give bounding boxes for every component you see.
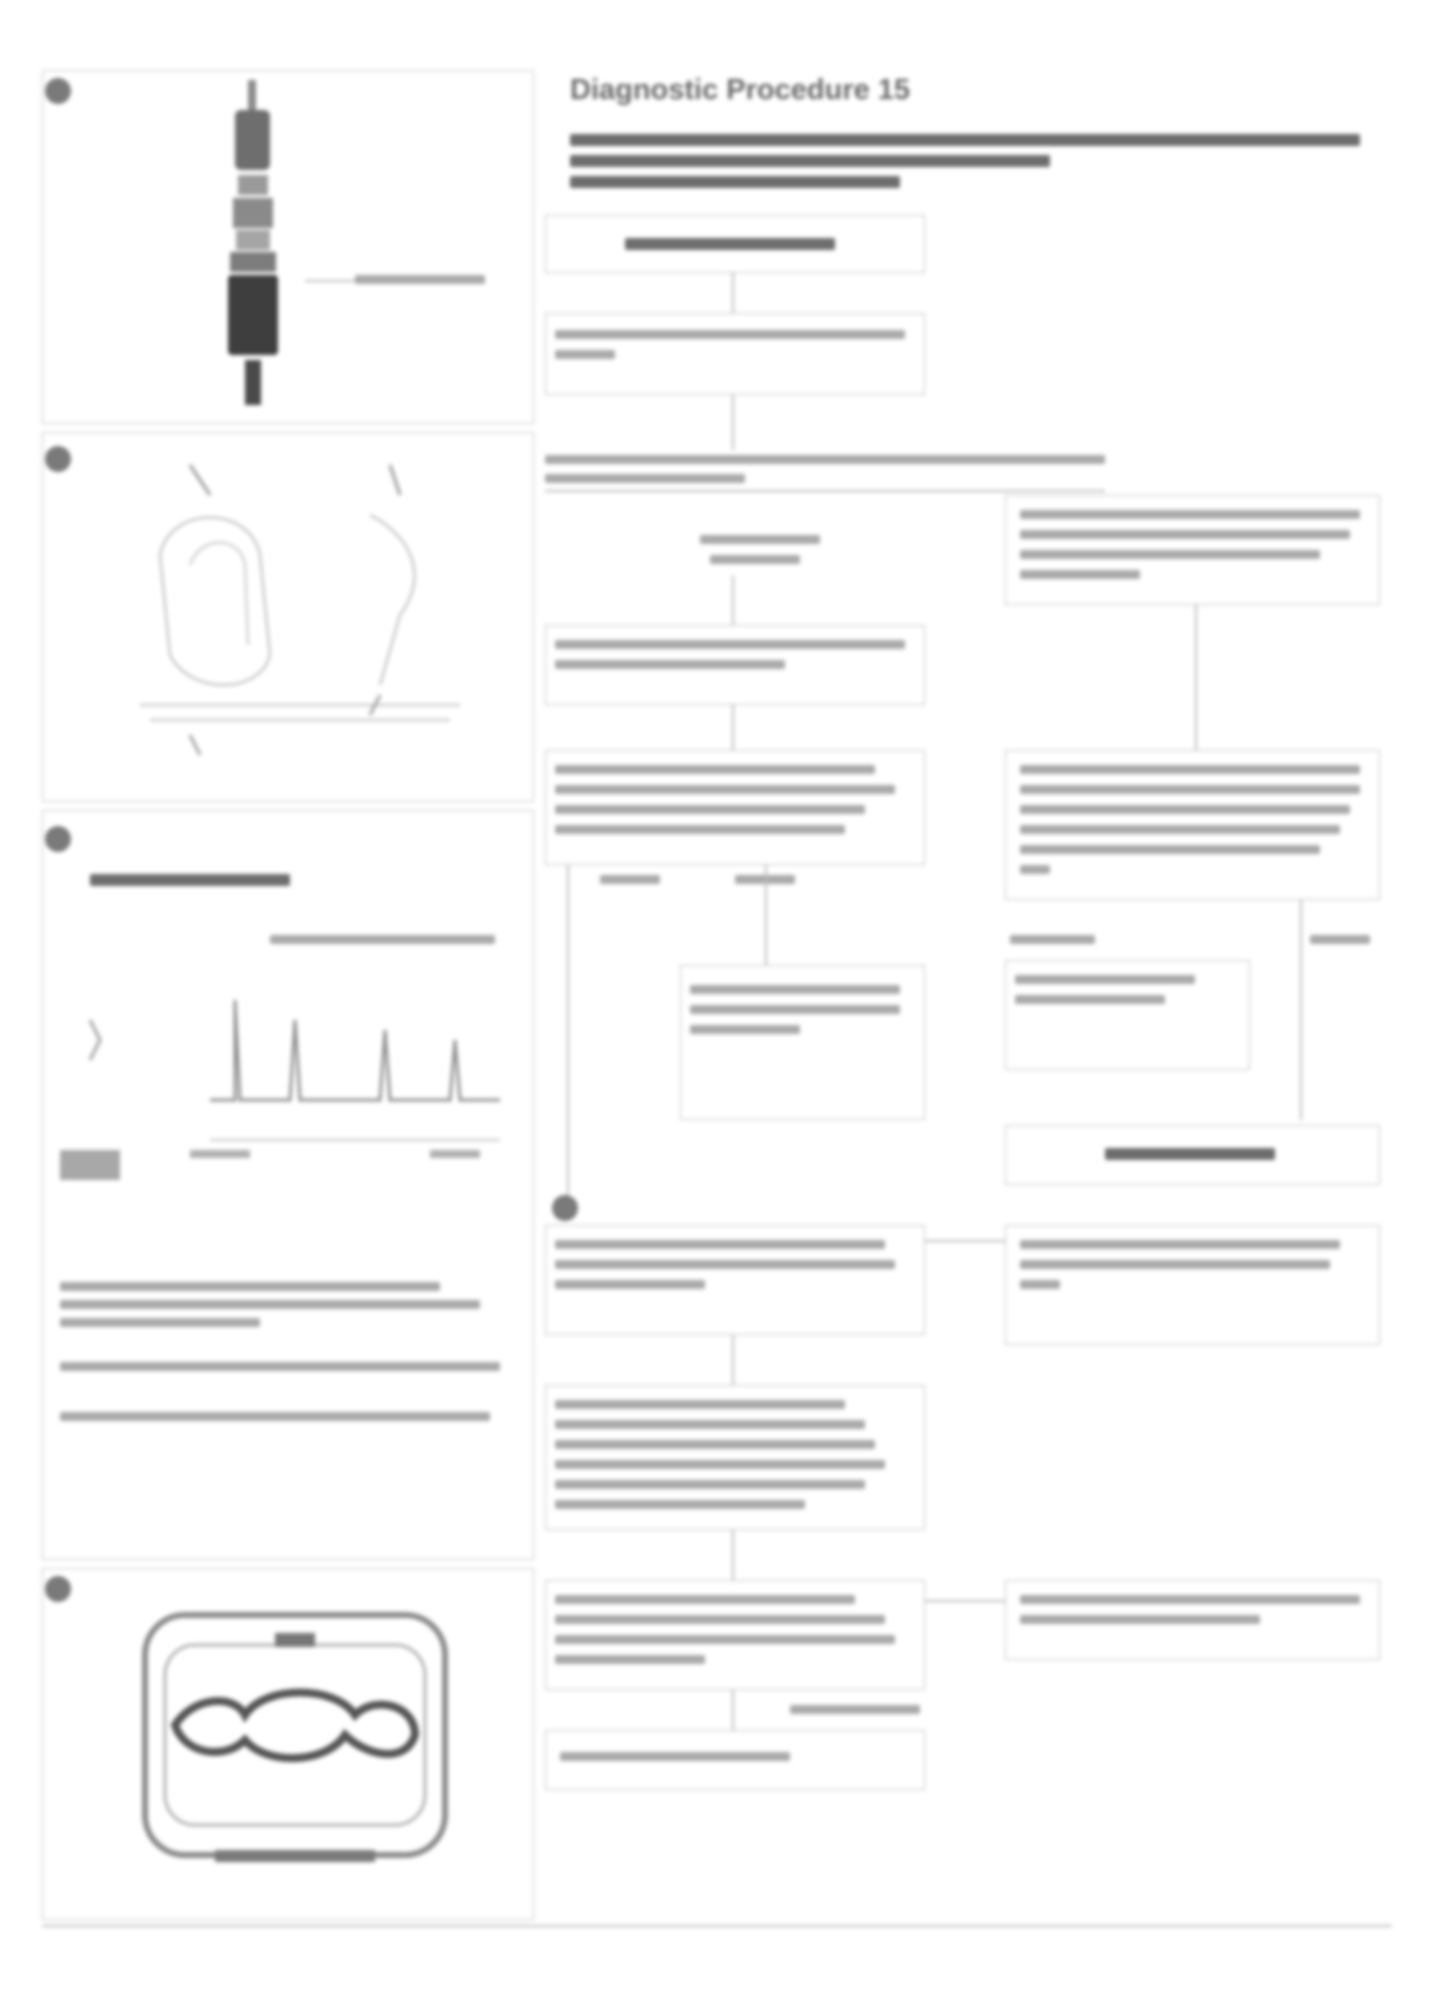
figure-3-note-line-1	[60, 1282, 440, 1291]
procedure-subtitle-1	[570, 134, 1360, 146]
figure-3-note-line-5	[60, 1412, 490, 1421]
flow-step-7-text-6	[555, 1500, 805, 1509]
flow-connector	[732, 1530, 734, 1580]
flow-step-2	[545, 313, 925, 395]
flow-step-2-text-1	[555, 330, 905, 339]
flow-step-right-1-text-4	[1020, 570, 1140, 579]
flow-connector	[1195, 605, 1197, 750]
flow-step-start-text	[625, 238, 835, 250]
flow-step-right-3-text-1	[1015, 975, 1195, 984]
flow-step-5-text-3	[690, 1025, 800, 1034]
flow-step-right-4-text-3	[1020, 1280, 1060, 1289]
flow-step-right-1-text-1	[1020, 510, 1360, 519]
flow-step-right-1-text-2	[1020, 530, 1350, 539]
flow-step-6-text-1	[555, 1240, 885, 1249]
flow-connector	[765, 865, 767, 965]
flow-step-end-right-text	[1105, 1148, 1275, 1160]
flow-connector	[732, 1335, 734, 1385]
flow-connector	[732, 1690, 734, 1730]
figure-3-marker	[45, 826, 71, 852]
flow-step-8-text-1	[555, 1595, 855, 1604]
flow-step-8-text-3	[555, 1635, 895, 1644]
flow-connector	[732, 395, 734, 450]
sensor-illustration	[228, 80, 278, 405]
flow-connector	[732, 705, 734, 750]
flow-connector	[732, 273, 734, 313]
flow-step-right-2-yes	[1010, 935, 1095, 944]
flow-step-4-text-1	[555, 765, 875, 774]
flow-step-4-text-4	[555, 825, 845, 834]
flow-step-6-text-3	[555, 1280, 705, 1289]
figure-3-note-line-2	[60, 1300, 480, 1309]
flow-step-7-text-3	[555, 1440, 875, 1449]
procedure-subtitle-2	[570, 155, 1050, 167]
figure-1-panel	[42, 70, 534, 424]
flow-question-line-2	[545, 474, 745, 483]
sensor-callout	[355, 275, 485, 284]
flow-step-end-text	[560, 1752, 790, 1761]
flow-step-4-text-2	[555, 785, 895, 794]
flow-step-8-text-2	[555, 1615, 885, 1624]
figure-1-marker	[45, 78, 71, 104]
flow-step-3-text-1	[555, 640, 905, 649]
flow-step-right-5-text-1	[1020, 1595, 1360, 1604]
flow-step-right-2-text-6	[1020, 865, 1050, 874]
flow-step-4-text-3	[555, 805, 865, 814]
flow-step-right-4-text-2	[1020, 1260, 1330, 1269]
flow-step-7-text-4	[555, 1460, 885, 1469]
flow-step-7-text-1	[555, 1400, 845, 1409]
flow-step-4-yes	[600, 875, 660, 884]
flow-section-6-marker	[552, 1195, 578, 1221]
flow-step-left-label	[700, 535, 820, 544]
flow-step-right-1-text-3	[1020, 550, 1320, 559]
flow-step-right-2-text-1	[1020, 765, 1360, 774]
figure-3-note-line-3	[60, 1318, 260, 1327]
figure-2-marker	[45, 446, 71, 472]
flow-step-8-label	[790, 1705, 920, 1714]
figure-2-panel	[42, 432, 534, 802]
figure-3-subheading	[270, 935, 495, 944]
flow-connector	[567, 865, 569, 1195]
flow-connector	[732, 575, 734, 625]
flow-connector	[925, 1600, 1005, 1602]
flow-step-right-2-text-3	[1020, 805, 1350, 814]
flow-connector	[1300, 900, 1302, 1120]
flow-step-7-text-5	[555, 1480, 865, 1489]
harness-illustration	[140, 464, 460, 756]
flow-step-right-2-text-2	[1020, 785, 1360, 794]
flow-step-8-text-4	[555, 1655, 705, 1664]
sensor-leader-line	[305, 280, 355, 282]
flow-step-5-text-2	[690, 1005, 900, 1014]
flow-step-right-4-text-1	[1020, 1240, 1340, 1249]
flow-step-right-5-text-2	[1020, 1615, 1260, 1624]
flow-step-left-label-2	[710, 555, 800, 564]
flow-step-6-text-2	[555, 1260, 895, 1269]
procedure-subtitle-3	[570, 176, 900, 188]
flow-step-right-2-no	[1310, 935, 1370, 944]
gauge-illustration	[142, 1612, 448, 1862]
figure-4-marker	[45, 1576, 71, 1602]
waveform-illustration	[60, 999, 500, 1180]
flow-step-right-3-text-2	[1015, 995, 1165, 1004]
figure-3-heading	[90, 874, 290, 886]
flow-question-line-1	[545, 455, 1105, 464]
flow-step-7-text-2	[555, 1420, 865, 1429]
figure-3-note-line-4	[60, 1362, 500, 1371]
flow-step-3-text-2	[555, 660, 785, 669]
procedure-title: Diagnostic Procedure 15	[570, 74, 911, 106]
flow-step-2-text-2	[555, 350, 615, 359]
page-bottom-rule	[42, 1925, 1392, 1927]
flow-branch-line	[545, 490, 1105, 492]
flow-step-right-2-text-5	[1020, 845, 1320, 854]
flow-step-right-2-text-4	[1020, 825, 1340, 834]
flow-step-5-text-1	[690, 985, 900, 994]
flow-connector	[925, 1240, 1005, 1242]
